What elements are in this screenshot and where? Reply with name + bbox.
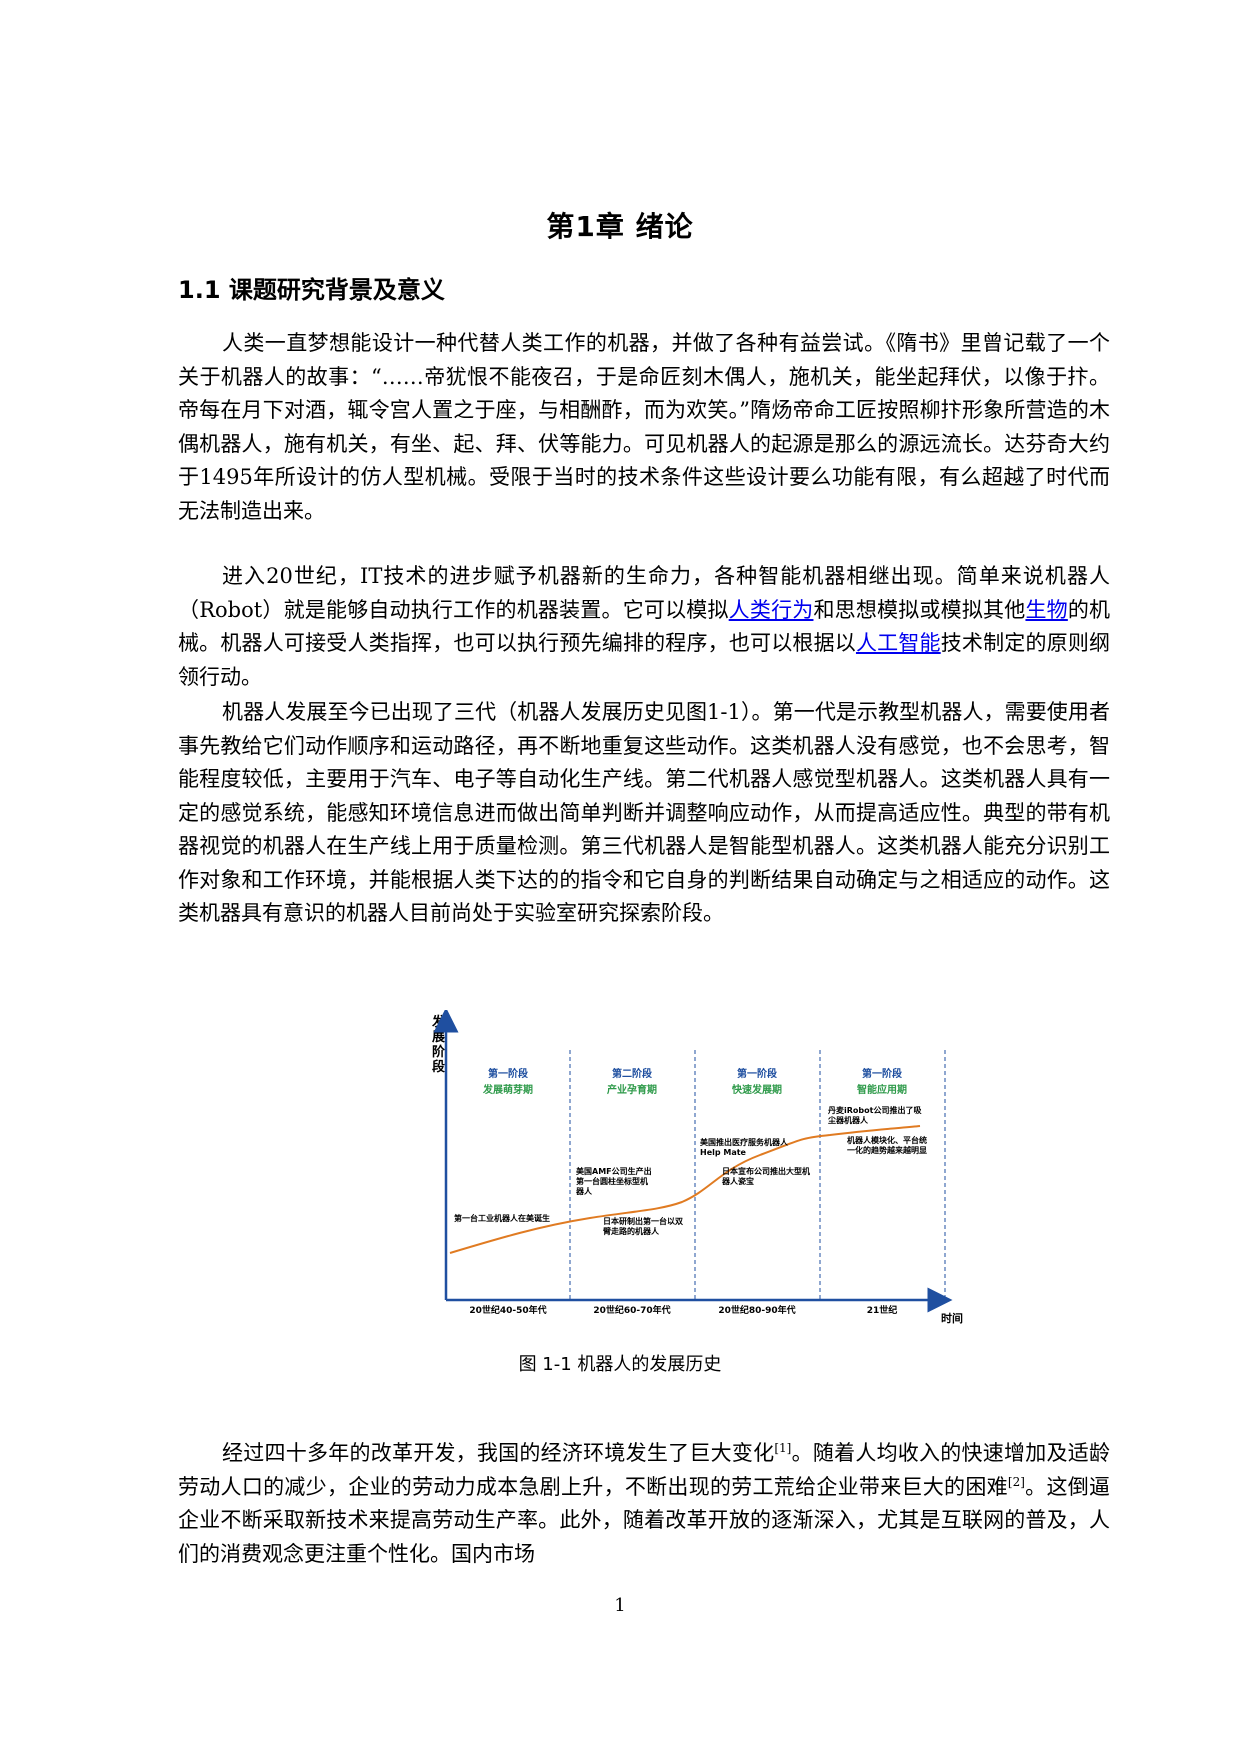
- section-title: 1.1 课题研究背景及意义: [178, 276, 445, 304]
- link-artificial-intelligence[interactable]: 人工智能: [855, 631, 941, 655]
- paragraph-4-text-b: 。随着人均收入的快速增加及适龄劳动人口的减少，企业的劳动力成本急剧上升，不断出现…: [178, 1441, 1111, 1499]
- robot-history-diagram: 发展阶段 第一阶段 发展萌芽期 第二阶段 产业孕育期 第一阶段 快速发展期: [431, 1007, 963, 1325]
- x-axis-label: 时间: [941, 1311, 963, 1325]
- paragraph-1: 人类一直梦想能设计一种代替人类工作的机器，并做了各种有益尝试。《隋书》里曾记载了…: [178, 327, 1110, 528]
- stage-2: 第二阶段 产业孕育期: [607, 1067, 657, 1096]
- link-human-behavior[interactable]: 人类行为: [728, 597, 814, 622]
- period-2: 20世纪60-70年代: [593, 1304, 670, 1316]
- period-3: 20世纪80-90年代: [718, 1304, 795, 1316]
- robot-history-figure: 发展阶段 第一阶段 发展萌芽期 第二阶段 产业孕育期 第一阶段 快速发展期: [420, 1007, 980, 1325]
- annotation-japan-large-1: 日本宣布公司推出大型机: [722, 1166, 810, 1176]
- development-curve: [449, 1125, 921, 1254]
- paragraph-2-text-d: 技术制定的原则纲领行动。: [178, 631, 1111, 689]
- stage-4-name: 第一阶段: [862, 1067, 902, 1080]
- paragraph-4-text-c: 。这倒逼企业不断采取新技术来提高劳动生产率。此外，随着改革开放的逐渐深入，尤其是…: [178, 1474, 1111, 1566]
- paragraph-3: 机器人发展至今已出现了三代（机器人发展历史见图1-1）。第一代是示教型机器人，需…: [178, 696, 1110, 931]
- stage-1-sub: 发展萌芽期: [482, 1083, 533, 1096]
- y-axis-label-char: 发: [431, 1014, 446, 1030]
- annotation-irobot-1: 丹麦iRobot公司推出了吸: [827, 1105, 921, 1115]
- stage-3-name: 第一阶段: [737, 1067, 777, 1080]
- annotation-helpmate-2: Help Mate: [700, 1148, 747, 1157]
- annotation-modular-2: 一化的趋势越来越明显: [847, 1145, 927, 1155]
- annotation-amf-1: 美国AMF公司生产出: [576, 1166, 652, 1176]
- period-4: 21世纪: [867, 1304, 898, 1316]
- citation-1[interactable]: [1]: [774, 1441, 792, 1455]
- annotation-amf-3: 器人: [575, 1186, 593, 1196]
- paragraph-2: 进入20世纪，IT技术的进步赋予机器新的生命力，各种智能机器相继出现。简单来说机…: [178, 560, 1110, 694]
- stage-1: 第一阶段 发展萌芽期: [482, 1067, 533, 1096]
- annotation-amf-2: 第一台圆柱坐标型机: [576, 1176, 648, 1186]
- annotation-helpmate-1: 美国推出医疗服务机器人: [700, 1137, 789, 1147]
- paragraph-2-text-b: 和思想模拟或模拟其他: [813, 597, 1026, 622]
- paragraph-1-text: 人类一直梦想能设计一种代替人类工作的机器，并做了各种有益尝试。《隋书》里曾记载了…: [178, 331, 1110, 523]
- svg-text:发展阶段: 发展阶段: [431, 1014, 446, 1075]
- stage-2-sub: 产业孕育期: [607, 1083, 657, 1096]
- y-axis-label-char: 段: [432, 1059, 445, 1075]
- annotation-japan-1: 日本研制出第一台以双: [603, 1216, 683, 1226]
- link-biology[interactable]: 生物: [1025, 597, 1068, 622]
- citation-2[interactable]: [2]: [1007, 1474, 1025, 1489]
- paragraph-4: 经过四十多年的改革开发，我国的经济环境发生了巨大变化[1]。随着人均收入的快速增…: [178, 1437, 1110, 1571]
- stage-4: 第一阶段 智能应用期: [857, 1067, 907, 1096]
- stage-1-name: 第一阶段: [488, 1067, 528, 1080]
- stage-2-name: 第二阶段: [612, 1067, 652, 1080]
- figure-caption: 图 1-1 机器人的发展历史: [518, 1354, 722, 1375]
- stage-3: 第一阶段 快速发展期: [731, 1067, 782, 1096]
- stage-3-sub: 快速发展期: [731, 1083, 782, 1096]
- period-1: 20世纪40-50年代: [469, 1304, 546, 1316]
- annotation-modular-1: 机器人模块化、平台统: [847, 1135, 927, 1145]
- y-axis-label-char: 展: [432, 1030, 446, 1045]
- y-axis-label: 发展阶段: [431, 1014, 446, 1075]
- paragraph-2-text-a: 进入20世纪，IT技术的进步赋予机器新的生命力，各种智能机器相继出现。简单来说机…: [178, 564, 1110, 622]
- annotation-irobot-2: 尘器机器人: [828, 1115, 869, 1125]
- paragraph-2-text-c: 的机械。机器人可接受人类指挥，也可以执行预先编排的程序，也可以根据以: [178, 597, 1111, 656]
- annotation-japan-2: 臂走路的机器人: [603, 1226, 660, 1236]
- y-axis-label-char: 阶: [432, 1044, 446, 1060]
- page-number: 1: [614, 1595, 626, 1616]
- paragraph-4-text-a: 经过四十多年的改革开发，我国的经济环境发生了巨大变化: [222, 1441, 775, 1465]
- paragraph-3-text: 机器人发展至今已出现了三代（机器人发展历史见图1-1）。第一代是示教型机器人，需…: [178, 700, 1110, 925]
- stage-4-sub: 智能应用期: [857, 1083, 907, 1096]
- annotation-first-industrial-robot: 第一台工业机器人在美诞生: [454, 1213, 550, 1223]
- chapter-title: 第1章 绪论: [546, 210, 694, 243]
- annotation-japan-large-2: 器人瓷宝: [721, 1176, 754, 1186]
